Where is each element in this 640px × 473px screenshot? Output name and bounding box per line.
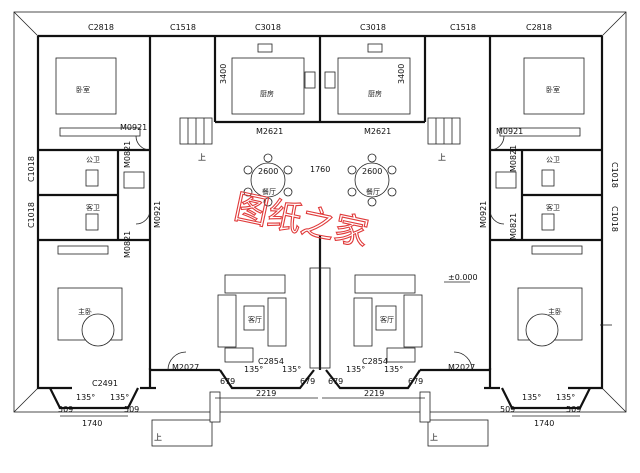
dining-table-left (250, 162, 286, 198)
dim-kitchen-left: 3400 (219, 64, 228, 84)
room-label-living-right: 客厅 (380, 315, 394, 324)
room-label-bedroom-right: 卧室 (546, 85, 560, 94)
stair-up-left: 上 (198, 153, 206, 162)
dining-table-right (354, 162, 390, 198)
living-left-sofas (217, 274, 287, 363)
dim-window-right: 1740 (534, 419, 554, 428)
window-label-top-right-outer: C2818 (526, 23, 552, 32)
window-label-bay-right: C2854 (362, 357, 388, 366)
toilet-right-1 (541, 169, 555, 187)
window-label-top-left-outer: C2818 (88, 23, 114, 32)
porch-up-right: 上 (430, 433, 438, 442)
dim-window-side-3: 509 (500, 405, 515, 414)
dim-window-left: 1740 (82, 419, 102, 428)
window-label-top-left-inner: C1518 (170, 23, 196, 32)
dim-angle-4: 135° (282, 365, 301, 374)
room-label-bedroom-left: 卧室 (76, 85, 90, 94)
kitchen-right-counter (337, 57, 411, 115)
dim-angle-2: 135° (110, 393, 129, 402)
window-label-bottom-left-room: C2491 (92, 379, 118, 388)
dim-angle-1: 135° (76, 393, 95, 402)
door-label-entry-right: M2027 (448, 363, 475, 372)
window-label-bay-left: C2854 (258, 357, 284, 366)
dim-window-side-1: 509 (58, 405, 73, 414)
dim-angle-6: 135° (384, 365, 403, 374)
door-label-kitchen-left: M2621 (256, 127, 283, 136)
door-swings (135, 135, 505, 371)
toilet-left-2 (85, 213, 99, 231)
dim-table-right: 2600 (362, 167, 382, 176)
door-label-master-right: M0921 (479, 201, 488, 228)
porch-up-left: 上 (154, 433, 162, 442)
dim-table-left: 2600 (258, 167, 278, 176)
dim-angle-3: 135° (244, 365, 263, 374)
dim-angle-5: 135° (346, 365, 365, 374)
bed-right (523, 57, 585, 115)
toilet-left-1 (85, 169, 99, 187)
door-label-bath-right-1: M0821 (509, 145, 518, 172)
dim-angle-7: 135° (522, 393, 541, 402)
window-label-top-center-left: C3018 (255, 23, 281, 32)
door-label-bath-left-1: M0821 (123, 141, 132, 168)
dim-kitchen-right: 3400 (397, 64, 406, 84)
bay-windows (49, 368, 591, 410)
dim-bay-side-4: 679 (408, 377, 423, 386)
dim-bay-side-1: 679 (220, 377, 235, 386)
stair-up-right: 上 (438, 153, 446, 162)
level-marker: ±0.000 (448, 273, 478, 282)
dim-bay-side-3: 679 (328, 377, 343, 386)
window-label-top-center-right: C3018 (360, 23, 386, 32)
room-label-bath-public-right: 公卫 (546, 156, 560, 164)
dim-dining-gap: 1760 (310, 165, 330, 174)
room-label-living-left: 客厅 (248, 315, 262, 324)
window-label-top-right-inner: C1518 (450, 23, 476, 32)
interior-walls-left (38, 36, 322, 370)
room-label-dining-left: 餐厅 (262, 187, 276, 196)
dim-bay-left: 2219 (256, 389, 276, 398)
dim-bay-right: 2219 (364, 389, 384, 398)
room-label-bath-public-left: 公卫 (86, 156, 100, 164)
living-right-sofas (353, 274, 423, 363)
room-label-kitchen-right: 厨房 (368, 89, 382, 98)
porch-right (427, 419, 489, 447)
room-label-master-left: 主卧 (78, 307, 92, 316)
toilet-right-2 (541, 213, 555, 231)
kitchen-left-counter (231, 57, 305, 115)
window-label-side-left-upper: C1018 (27, 156, 36, 182)
window-label-side-right-lower: C1018 (610, 206, 619, 232)
door-label-bath-left-2: M0821 (123, 231, 132, 258)
room-label-dining-right: 餐厅 (366, 187, 380, 196)
door-label-master-left: M0921 (153, 201, 162, 228)
window-label-side-right-upper: C1018 (610, 162, 619, 188)
door-label-bedroom-right: M0921 (496, 127, 523, 136)
door-label-entry-left: M2027 (172, 363, 199, 372)
room-label-bath-second-right: 客卫 (546, 203, 560, 212)
room-label-bath-second-left: 客卫 (86, 203, 100, 212)
room-label-master-right: 主卧 (548, 307, 562, 316)
window-label-side-left-lower: C1018 (27, 202, 36, 228)
dim-window-side-2: 509 (124, 405, 139, 414)
door-label-bedroom-left: M0921 (120, 123, 147, 132)
porch-left (151, 419, 213, 447)
door-label-kitchen-right: M2621 (364, 127, 391, 136)
dim-bay-side-2: 679 (300, 377, 315, 386)
bed-left (55, 57, 117, 115)
dim-window-side-4: 509 (566, 405, 581, 414)
stair-right (427, 117, 461, 145)
door-label-bath-right-2: M0821 (509, 213, 518, 240)
dim-angle-8: 135° (556, 393, 575, 402)
room-label-kitchen-left: 厨房 (260, 89, 274, 98)
watermark: 图纸之家 (231, 187, 372, 254)
drawing-frame (13, 11, 627, 413)
dimension-lines (60, 281, 612, 417)
stair-left (179, 117, 213, 145)
